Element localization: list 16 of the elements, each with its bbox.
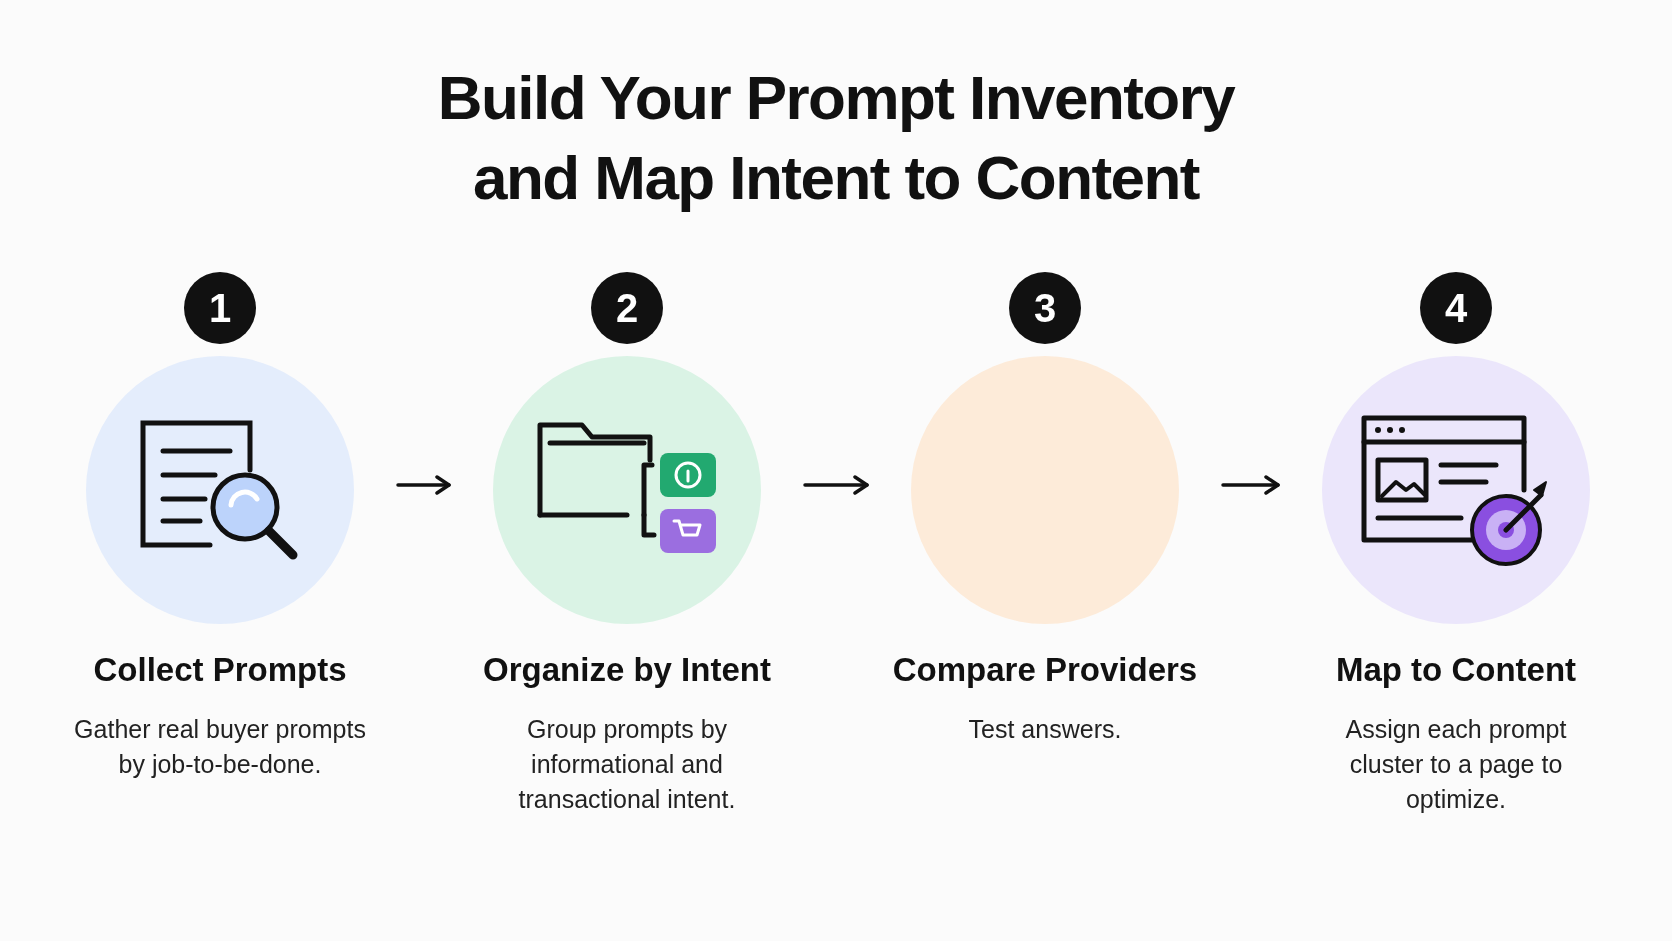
arrow (396, 475, 451, 495)
step-number-badge: 2 (591, 272, 663, 344)
step-title: Collect Prompts (93, 650, 347, 690)
step-description: Group prompts by informational and transactional intent. (517, 714, 737, 815)
step-description: Test answers. (967, 714, 1123, 745)
step-number-badge: 1 (184, 272, 256, 344)
arrow (1221, 475, 1280, 495)
step-title: Map to Content (1335, 650, 1577, 690)
arrow (803, 475, 869, 495)
step-description: Gather real buyer prompts by job-to-be-done. (73, 714, 367, 780)
title: Build Your Prompt Inventory and Map Intent to Content (436, 62, 1236, 214)
step-title: Compare Providers (892, 650, 1198, 690)
step-title: Organize by Intent (483, 650, 771, 690)
step-number-badge: 4 (1420, 272, 1492, 344)
step-description: Assign each prompt cluster to a page to optimize. (1344, 714, 1568, 815)
step-number-badge: 3 (1009, 272, 1081, 344)
